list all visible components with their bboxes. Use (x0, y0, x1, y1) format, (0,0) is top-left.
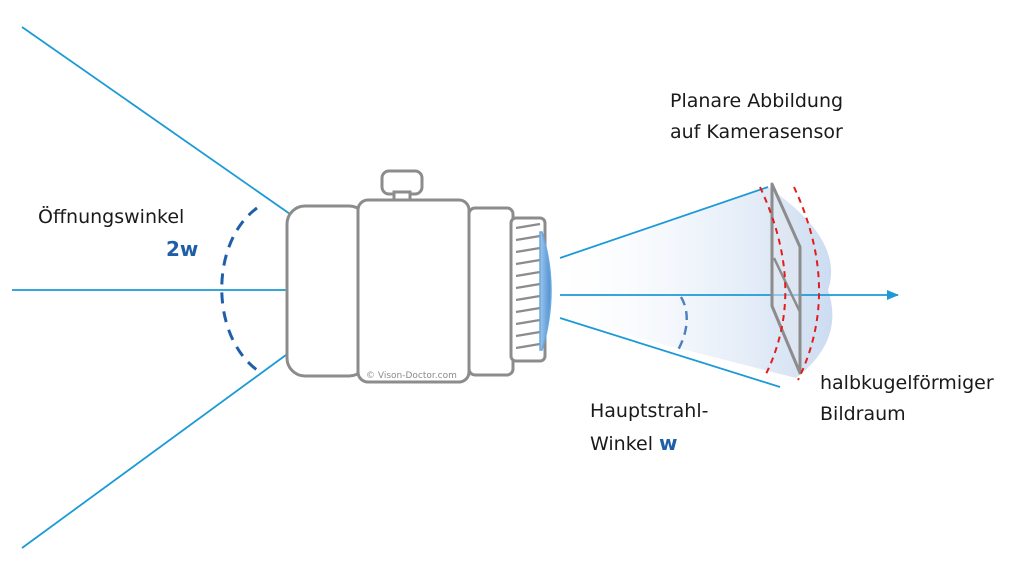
image-space-label-line2-row: Bildraum (820, 399, 906, 429)
opening-angle-symbol-row: 2w (166, 234, 198, 265)
lens-mount-section (285, 204, 369, 378)
chief-ray-label-line2: Winkel (590, 433, 653, 455)
image-ray-upper (559, 186, 769, 259)
object-ray-lower (21, 351, 291, 549)
image-ray-lower (559, 317, 781, 388)
image-space-label-line1: halbkugelförmiger (820, 372, 994, 394)
planar-sensor (770, 182, 802, 375)
sensor-label-line1: Planare Abbildung (670, 90, 844, 112)
opening-angle-text: Öffnungswinkel (38, 206, 185, 228)
lens-thread-lines (515, 222, 541, 350)
sensor-label-line1-row: Planare Abbildung (670, 86, 843, 116)
chief-ray-label-line1-row: Hauptstrahl- (590, 396, 708, 426)
object-ray-upper (21, 26, 291, 215)
chief-ray-angle-arc (676, 296, 688, 351)
chief-ray-label-line1: Hauptstrahl- (590, 400, 709, 422)
lens-main-barrel (356, 198, 471, 384)
lens-glass-element (539, 231, 552, 351)
sensor-midline (772, 257, 802, 313)
opening-angle-symbol: 2w (166, 237, 199, 261)
sensor-label-line2: auf Kamerasensor (670, 121, 843, 143)
lens-body: © Vison-Doctor.com (285, 169, 552, 384)
curved-image-field-outer (793, 186, 821, 381)
image-space-cone (560, 187, 833, 378)
opening-angle-arc (220, 206, 258, 372)
sensor-label-line2-row: auf Kamerasensor (670, 117, 843, 147)
opening-angle-label: Öffnungswinkel (38, 202, 184, 232)
image-space-label-line1-row: halbkugelförmiger (820, 368, 994, 398)
copyright-text: © Vison-Doctor.com (366, 371, 457, 381)
chief-ray-symbol: w (659, 431, 678, 455)
lens-front-barrel (467, 206, 515, 377)
curved-image-field-inner (759, 186, 787, 377)
chief-ray-label-line2-row: Winkel w (590, 428, 678, 459)
image-space-label-line2: Bildraum (820, 403, 906, 425)
